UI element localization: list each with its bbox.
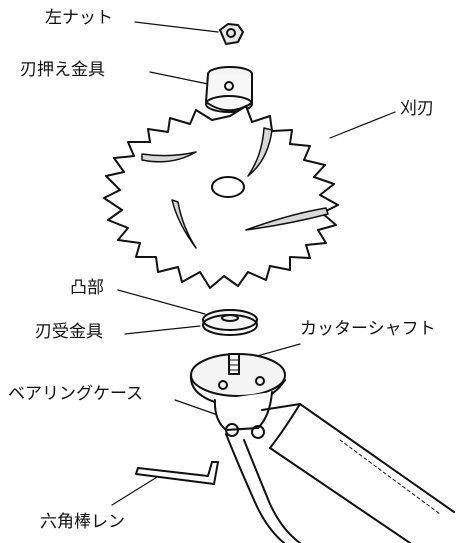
leader-lines bbox=[111, 21, 396, 506]
left-nut-part bbox=[219, 23, 244, 45]
boss-label: 凸部 bbox=[70, 278, 104, 298]
hex-wrench-label: 六角棒レン bbox=[40, 512, 125, 532]
bearing-case-part bbox=[189, 353, 286, 439]
hex-wrench-part bbox=[135, 461, 219, 485]
blade-receiver-part bbox=[202, 309, 258, 336]
blade-part bbox=[103, 105, 339, 289]
cutter-shaft-label: カッターシャフト bbox=[300, 319, 436, 339]
left-nut-label: 左ナット bbox=[45, 8, 113, 28]
blade-label: 刈刃 bbox=[400, 99, 434, 119]
bearing-case-label: ベアリングケース bbox=[8, 384, 144, 404]
blade-holder-label: 刃押え金具 bbox=[20, 60, 105, 80]
shaft-tube-part bbox=[225, 403, 455, 543]
blade-receiver-label: 刃受金具 bbox=[35, 322, 103, 342]
blade-holder-part bbox=[205, 66, 253, 113]
